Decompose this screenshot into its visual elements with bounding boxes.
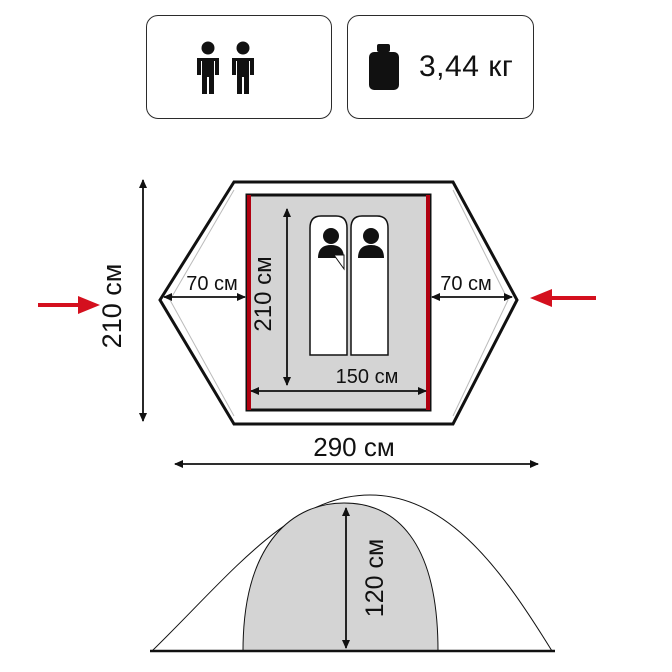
tent-elevation: 120 см [150, 494, 555, 653]
weight-icon [369, 44, 399, 90]
vestibule-right-label: 70 см [440, 273, 492, 295]
vestibule-left-label: 70 см [186, 273, 238, 295]
tent-plan: 210 см 210 см 70 см 70 см 150 см 290 см [38, 179, 596, 468]
inner-width-label: 150 см [336, 366, 399, 388]
weight-label: 3,44 кг [419, 50, 514, 83]
sleeping-bag [309, 215, 348, 356]
outer-depth-label: 210 см [97, 264, 127, 349]
left-entrance-arrow [38, 296, 100, 314]
inner-tent-profile [242, 502, 439, 652]
inner-depth-label: 210 см [250, 256, 277, 331]
two-persons-icon [197, 41, 254, 94]
right-entrance-arrow [530, 289, 596, 307]
sleeping-bag [350, 215, 389, 356]
outer-width-label: 290 см [313, 432, 394, 462]
height-label: 120 см [361, 539, 389, 617]
